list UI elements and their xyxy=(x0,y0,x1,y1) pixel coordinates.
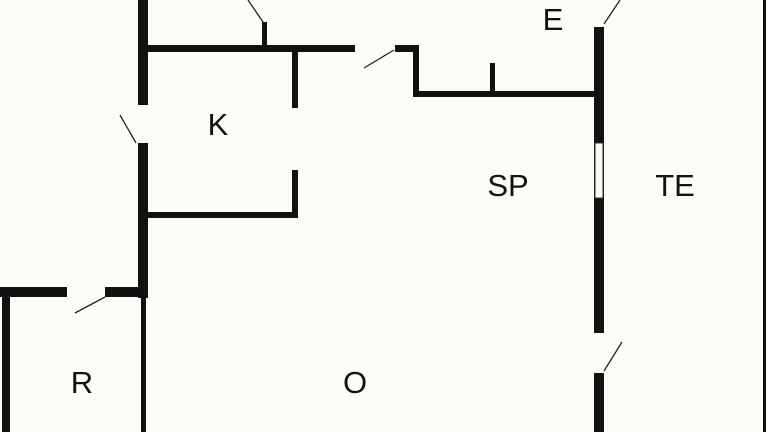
wall-far-right xyxy=(763,0,766,432)
wall-r-left xyxy=(2,287,10,432)
wall-k-bottom xyxy=(147,212,298,218)
door-swing-k xyxy=(119,114,137,144)
door-swing-r xyxy=(74,296,106,314)
doors xyxy=(74,0,623,372)
wall-k-right-upper xyxy=(292,49,298,108)
door-swing-te xyxy=(603,341,623,372)
wall-left-lower xyxy=(141,296,146,432)
wall-hall-vertical xyxy=(413,45,419,97)
wall-stub-e xyxy=(490,63,495,95)
door-swing-hall xyxy=(363,49,395,69)
room-labels: E K SP TE O R xyxy=(71,2,695,400)
wall-left-upper xyxy=(138,0,148,105)
wall-r-top-right xyxy=(105,287,147,297)
door-swing-e xyxy=(603,0,621,25)
room-label-e: E xyxy=(543,2,564,37)
wall-left-middle xyxy=(138,143,148,298)
wall-k-right-lower xyxy=(292,170,298,218)
door-swing-top xyxy=(247,0,264,23)
room-label-te: TE xyxy=(655,168,695,203)
wall-right-lower xyxy=(594,373,604,432)
wall-r-top-left xyxy=(0,287,67,297)
wall-top-k xyxy=(147,45,355,52)
wall-stub-top xyxy=(262,22,267,49)
room-label-r: R xyxy=(71,365,93,400)
wall-e-bottom xyxy=(413,91,601,97)
room-label-o: O xyxy=(343,365,367,400)
room-label-k: K xyxy=(208,107,229,142)
window xyxy=(594,142,604,199)
room-label-sp: SP xyxy=(487,168,528,203)
wall-top-hall xyxy=(395,45,418,52)
